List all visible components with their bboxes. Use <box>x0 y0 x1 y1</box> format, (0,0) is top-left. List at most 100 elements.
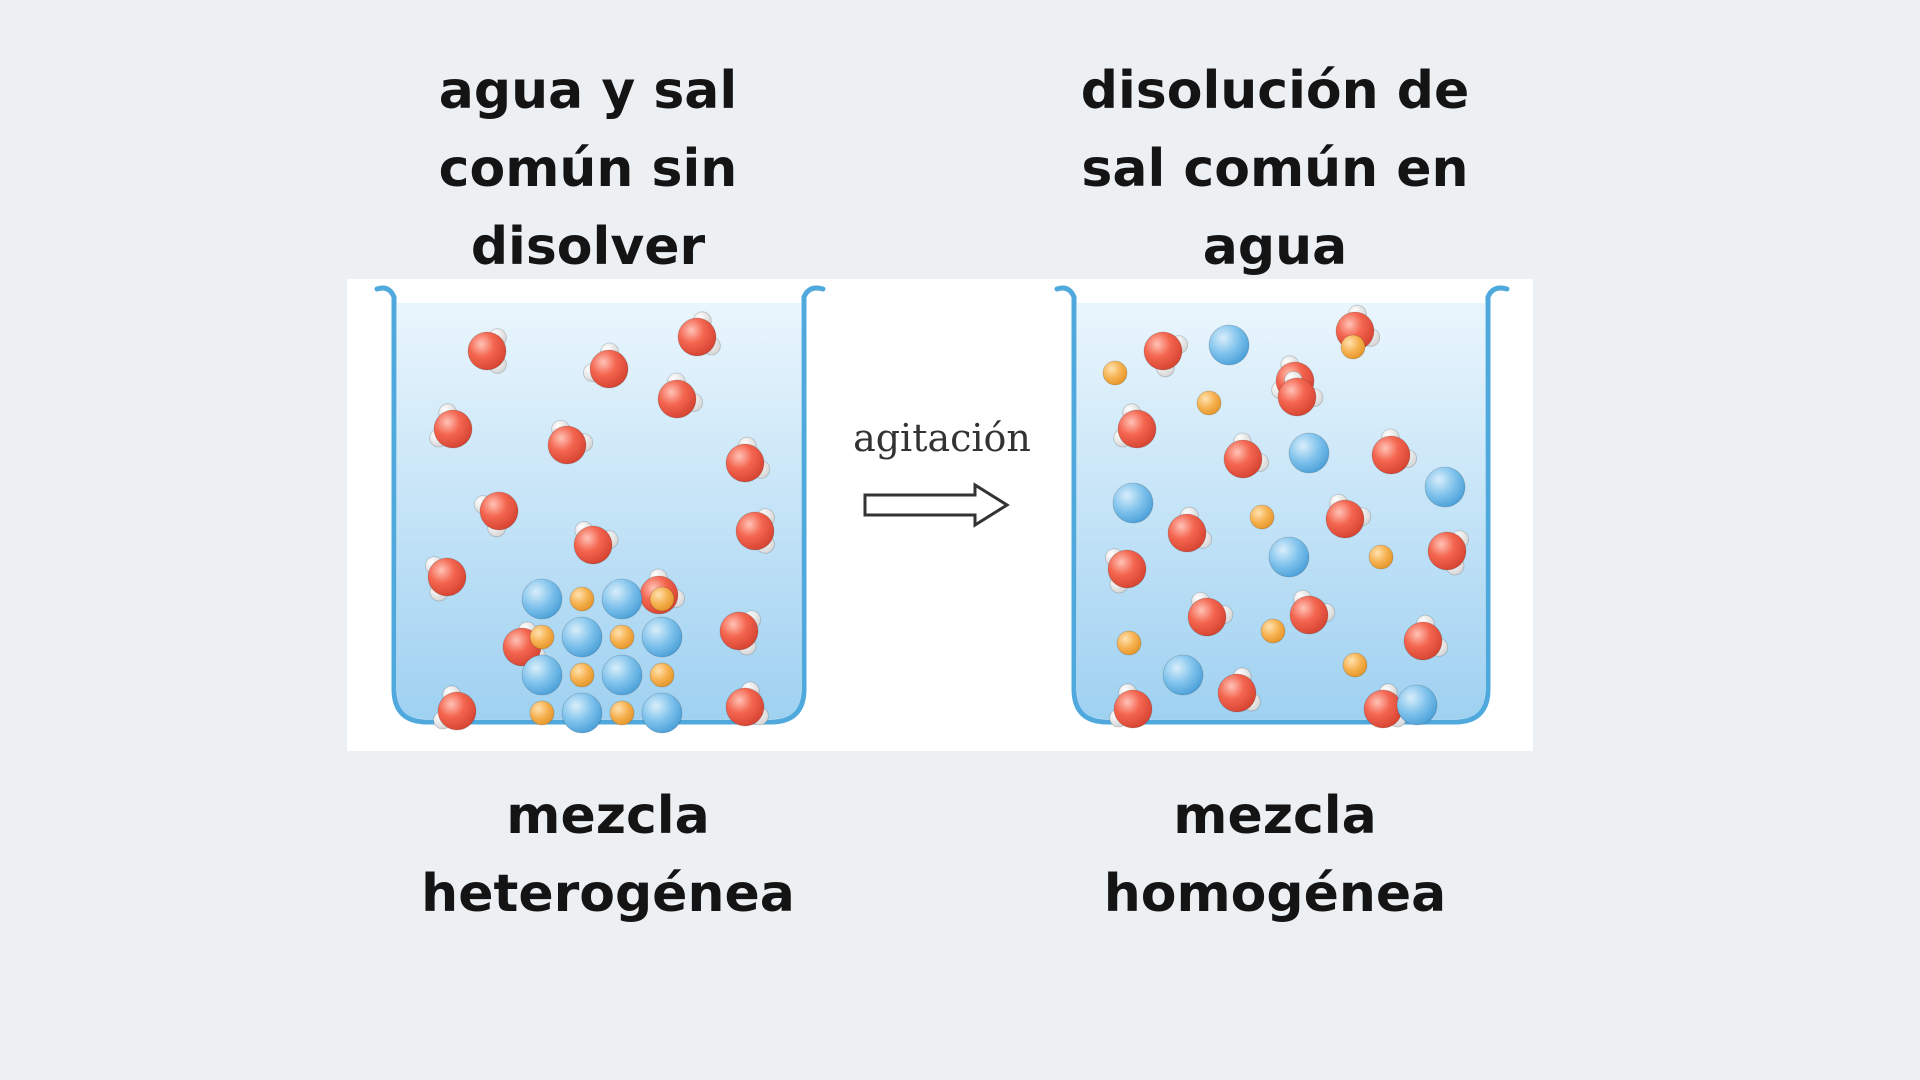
right-title-line-2: sal común en <box>1081 139 1469 199</box>
left-beaker <box>374 285 826 734</box>
oxygen-atom <box>725 687 765 727</box>
chloride-ion-icon <box>1112 482 1154 524</box>
oxygen-atom <box>427 557 467 597</box>
sodium-ion-icon <box>609 624 635 650</box>
oxygen-atom <box>1113 689 1153 729</box>
chloride-ion-icon <box>1208 324 1250 366</box>
water-molecule-icon <box>1427 530 1470 576</box>
oxygen-atom <box>437 691 477 731</box>
water-molecule-icon <box>1363 683 1407 729</box>
chloride-ion-icon <box>601 654 643 696</box>
water-molecule-icon <box>735 508 775 554</box>
left-molecules <box>424 311 775 734</box>
oxygen-atom <box>1427 531 1467 571</box>
chloride-ion-icon <box>641 692 683 734</box>
chloride-ion-icon <box>1424 466 1466 508</box>
left-mixture-label: mezcla heterogénea <box>348 777 868 933</box>
oxygen-atom <box>1167 513 1207 553</box>
water-molecule-icon <box>1403 614 1449 661</box>
sodium-ion-icon <box>649 662 675 688</box>
oxygen-atom <box>433 409 473 449</box>
oxygen-atom <box>1217 673 1257 713</box>
process-arrow: agitación <box>853 416 1031 528</box>
chloride-ion-icon <box>1162 654 1204 696</box>
sodium-ion-icon <box>1342 652 1368 678</box>
sodium-ion-icon <box>529 624 555 650</box>
water-molecule-icon <box>1217 667 1261 713</box>
chloride-ion-icon <box>1396 684 1438 726</box>
right-title-line-3: agua <box>1202 217 1348 277</box>
right-beaker-outline <box>1054 285 1510 725</box>
water-molecule-icon <box>1289 589 1336 635</box>
sodium-ion-icon <box>1196 390 1222 416</box>
sodium-ion-icon <box>1249 504 1275 530</box>
chloride-ion-icon <box>1288 432 1330 474</box>
water-molecule-icon <box>1109 683 1153 729</box>
water-molecule-icon <box>1325 493 1372 539</box>
water-molecule-icon <box>1371 428 1418 475</box>
oxygen-atom <box>657 379 697 419</box>
sodium-ion-icon <box>569 662 595 688</box>
oxygen-atom <box>589 349 629 389</box>
left-beaker-title: agua y sal común sin disolver <box>328 52 848 286</box>
oxygen-atom <box>1223 439 1263 479</box>
oxygen-atom <box>725 443 765 483</box>
mixing-diagram: agitación <box>347 279 1533 751</box>
oxygen-atom <box>735 511 775 551</box>
diagram-canvas: agitación <box>374 285 1510 734</box>
right-beaker-water <box>1077 303 1485 719</box>
chloride-ion-icon <box>641 616 683 658</box>
sodium-ion-icon <box>529 700 555 726</box>
chloride-ion-icon <box>561 692 603 734</box>
oxygen-atom <box>547 425 587 465</box>
chloride-ion-icon <box>1268 536 1310 578</box>
right-beaker-title: disolución de sal común en agua <box>1000 52 1550 286</box>
water-molecule-icon <box>429 403 473 449</box>
water-molecule-icon <box>547 419 594 465</box>
water-molecule-icon <box>424 556 467 602</box>
oxygen-atom <box>1107 549 1147 589</box>
oxygen-atom <box>1277 377 1317 417</box>
water-molecule-icon <box>433 685 477 731</box>
sodium-ion-icon <box>569 586 595 612</box>
oxygen-atom <box>1187 597 1227 637</box>
right-title-line-1: disolución de <box>1080 61 1470 121</box>
oxygen-atom <box>1143 331 1183 371</box>
right-label-line-1: mezcla <box>1173 786 1377 846</box>
sodium-ion-icon <box>1102 360 1128 386</box>
chloride-ion-icon <box>521 578 563 620</box>
water-molecule-icon <box>467 328 507 374</box>
oxygen-atom <box>467 331 507 371</box>
oxygen-atom <box>1403 621 1443 661</box>
water-molecule-icon <box>582 342 629 389</box>
water-molecule-icon <box>657 372 704 419</box>
chloride-ion-icon <box>561 616 603 658</box>
water-molecule-icon <box>1187 591 1234 637</box>
water-molecule-icon <box>1167 506 1213 553</box>
sodium-ion-icon <box>1368 544 1394 570</box>
right-beaker <box>1054 285 1510 729</box>
chloride-ion-icon <box>521 654 563 696</box>
water-molecule-icon <box>677 311 721 357</box>
oxygen-atom <box>1325 499 1365 539</box>
water-molecule-icon <box>1113 403 1157 449</box>
sodium-ion-icon <box>1116 630 1142 656</box>
oxygen-atom <box>1289 595 1329 635</box>
oxygen-atom <box>1363 689 1403 729</box>
water-molecule-icon <box>1143 331 1189 378</box>
water-molecule-icon <box>725 681 769 727</box>
left-title-line-1: agua y sal <box>438 61 738 121</box>
oxygen-atom <box>677 317 717 357</box>
sodium-ion-icon <box>1340 334 1366 360</box>
water-molecule-icon <box>725 436 771 483</box>
chloride-ion-icon <box>601 578 643 620</box>
water-molecule-icon <box>1104 548 1147 594</box>
oxygen-atom <box>719 611 759 651</box>
right-mixture-label: mezcla homogénea <box>1000 777 1550 933</box>
water-molecule-icon <box>1277 370 1324 417</box>
right-label-line-2: homogénea <box>1103 864 1447 924</box>
oxygen-atom <box>1117 409 1157 449</box>
oxygen-atom <box>479 491 519 531</box>
agitation-label: agitación <box>853 416 1031 460</box>
right-arrow-icon <box>863 482 1010 528</box>
